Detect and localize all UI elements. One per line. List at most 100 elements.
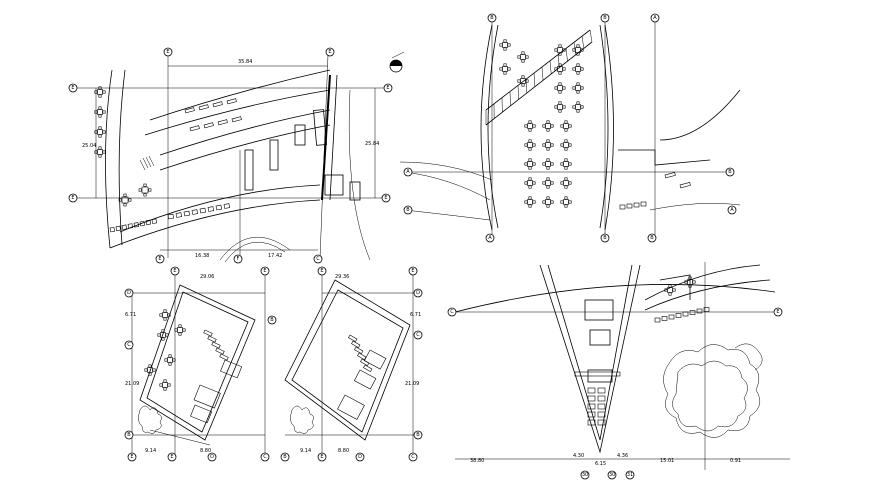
- grid-bubble: A: [727, 205, 737, 215]
- svg-text:B: B: [406, 207, 410, 213]
- svg-text:D: D: [127, 290, 131, 296]
- dim-bottom-b: 8.80: [338, 448, 349, 454]
- svg-text:A: A: [730, 207, 734, 213]
- grid-bubble: B: [487, 13, 497, 23]
- svg-text:A: A: [406, 169, 410, 175]
- svg-text:C: C: [263, 454, 267, 460]
- grid-bubble: C: [313, 254, 323, 264]
- svg-text:D: D: [358, 454, 362, 460]
- grid-bubble: E: [408, 266, 418, 276]
- grid-bubble: 31: [625, 470, 635, 480]
- plan-top-right: B B A A B B A A B B: [399, 13, 741, 243]
- svg-text:E: E: [263, 268, 266, 274]
- svg-text:D: D: [416, 290, 420, 296]
- svg-text:B: B: [728, 169, 732, 175]
- grid-bubble: E: [68, 193, 78, 203]
- north-arrow-icon: [389, 51, 405, 73]
- grid-bubble: E: [773, 307, 783, 317]
- svg-text:E: E: [158, 256, 161, 262]
- dim-right: 15.01: [660, 458, 674, 464]
- dim-mid-a: 4.30: [573, 453, 584, 459]
- svg-text:E: E: [170, 454, 173, 460]
- grid-bubble: F: [233, 254, 243, 264]
- dim-bottom-b: 8.80: [200, 448, 211, 454]
- svg-text:E: E: [71, 85, 74, 91]
- dim-side-a: 6.71: [125, 312, 136, 318]
- grid-bubble: E: [383, 83, 393, 93]
- dim-bottom-a: 9.14: [145, 448, 156, 454]
- dim-right-span: 25.84: [365, 141, 379, 147]
- dim-top: 29.36: [335, 274, 349, 280]
- grid-bubble: A: [403, 167, 413, 177]
- dim-left: 38.80: [470, 458, 484, 464]
- svg-text:E: E: [71, 195, 74, 201]
- grid-bubble: B: [267, 315, 277, 325]
- grid-bubble: 30: [607, 470, 617, 480]
- grid-bubble: B: [280, 452, 290, 462]
- grid-bubble: B: [600, 13, 610, 23]
- grid-bubble: D: [124, 288, 134, 298]
- grid-bubble: E: [68, 83, 78, 93]
- plan-bottom-mid: 29.36 6.71 21.09 9.14 8.80 E E D C B B E…: [280, 266, 423, 462]
- grid-bubble: A: [650, 13, 660, 23]
- svg-text:B: B: [270, 317, 274, 323]
- svg-text:C: C: [416, 332, 420, 338]
- grid-bubble: E: [155, 254, 165, 264]
- svg-text:E: E: [320, 454, 323, 460]
- plan-top-left: 35.84 25.04 25.84 16.38 17.42 E E E E E …: [68, 47, 405, 264]
- grid-bubble: E: [167, 452, 177, 462]
- dim-bottom-left: 16.38: [195, 253, 209, 259]
- grid-bubble: C: [408, 452, 418, 462]
- svg-text:C: C: [316, 256, 320, 262]
- grid-bubble: E: [170, 266, 180, 276]
- svg-text:E: E: [173, 268, 176, 274]
- svg-text:E: E: [320, 268, 323, 274]
- svg-text:B: B: [127, 432, 131, 438]
- svg-text:E: E: [386, 85, 389, 91]
- dim-side-b: 21.09: [405, 381, 419, 387]
- svg-text:B: B: [603, 15, 607, 21]
- grid-bubble: D: [355, 452, 365, 462]
- grid-bubble: B: [600, 233, 610, 243]
- svg-text:C: C: [127, 342, 131, 348]
- grid-bubble: E: [317, 266, 327, 276]
- svg-text:E: E: [411, 268, 414, 274]
- dim-side-b: 21.09: [125, 381, 139, 387]
- dim-left-span: 25.04: [82, 143, 96, 149]
- grid-bubble: C: [447, 307, 457, 317]
- grid-bubble: B: [403, 205, 413, 215]
- svg-text:E: E: [328, 49, 331, 55]
- grid-bubble: E: [317, 452, 327, 462]
- grid-bubble: 30: [580, 470, 590, 480]
- svg-text:B: B: [650, 235, 654, 241]
- dim-mid-b: 6.15: [595, 461, 606, 467]
- grid-bubble: E: [127, 452, 137, 462]
- grid-bubble: B: [413, 430, 423, 440]
- svg-text:30: 30: [582, 472, 588, 478]
- grid-bubble: B: [725, 167, 735, 177]
- grid-bubble: B: [647, 233, 657, 243]
- grid-bubble: B: [124, 430, 134, 440]
- dim-mid-c: 4.36: [617, 453, 628, 459]
- svg-text:B: B: [603, 235, 607, 241]
- dim-top: 29.06: [200, 274, 214, 280]
- svg-text:B: B: [283, 454, 287, 460]
- svg-text:A: A: [653, 15, 657, 21]
- dim-bottom-right: 17.42: [268, 253, 282, 259]
- svg-text:D: D: [210, 454, 214, 460]
- svg-text:C: C: [450, 309, 454, 315]
- dim-bottom-a: 9.14: [300, 448, 311, 454]
- svg-text:F: F: [237, 256, 240, 262]
- svg-text:31: 31: [627, 472, 633, 478]
- dim-far: 0.91: [730, 458, 741, 464]
- svg-text:B: B: [416, 432, 420, 438]
- grid-bubble: A: [485, 233, 495, 243]
- grid-bubble: C: [413, 330, 423, 340]
- dim-top-span: 35.84: [238, 59, 252, 65]
- grid-bubble: C: [260, 452, 270, 462]
- grid-bubble: E: [260, 266, 270, 276]
- grid-bubble: E: [163, 47, 173, 57]
- grid-bubble: C: [124, 340, 134, 350]
- grid-bubble: E: [381, 193, 391, 203]
- grid-bubble: D: [207, 452, 217, 462]
